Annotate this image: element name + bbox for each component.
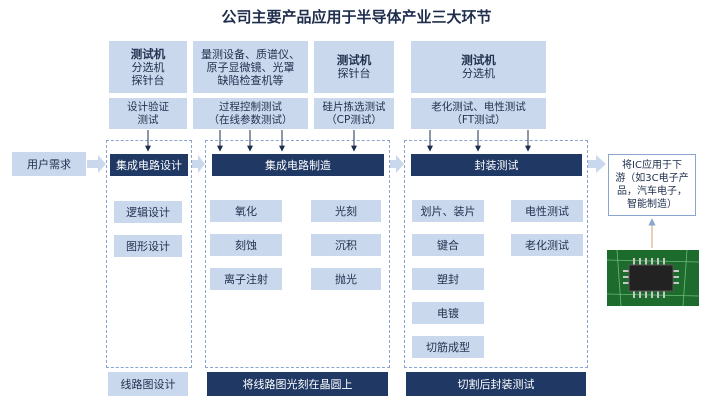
packaging-item-burn-in-test: 老化测试: [511, 234, 583, 256]
test-box-ft: 老化测试、电性测试 （FT测试）: [411, 98, 546, 129]
packaging-item-trim-form: 切筋成型: [412, 336, 484, 358]
stage-design-container: [106, 140, 192, 368]
chip-image: [607, 250, 699, 306]
test-box-cp: 硅片拣选测试 （CP测试）: [314, 98, 394, 129]
equipment-box-process: 量测设备、质谱仪、 原子显微镜、光罩 缺陷检查机等: [193, 41, 308, 93]
test-box-process-control-line-1: 过程控制测试: [219, 100, 282, 113]
packaging-item-electrical-test: 电性测试: [511, 200, 583, 222]
downstream-line-2: 游（如3C电子产: [615, 173, 689, 184]
packaging-item-molding: 塑封: [412, 268, 484, 290]
packaging-item-plating: 电镀: [412, 302, 484, 324]
stage-manufacturing-container: [205, 140, 390, 368]
stage-manufacturing-header: 集成电路制造: [212, 154, 384, 176]
downstream-application-box: 将IC应用于下 游（如3C电子产 品，汽车电子， 智能制造）: [608, 154, 696, 216]
equipment-box-process-line-3: 缺陷检查机等: [217, 73, 284, 87]
stage-design-footer: 线路图设计: [108, 372, 188, 396]
packaging-item-bonding: 键合: [412, 234, 484, 256]
manufacturing-item-polishing: 抛光: [311, 268, 381, 290]
equipment-box-ft-bold: 测试机: [461, 53, 496, 67]
stage-manufacturing-footer: 将线路图光刻在晶圆上: [207, 372, 388, 396]
downstream-line-1: 将IC应用于下: [622, 160, 682, 171]
test-box-process-control-line-2: （在线参数测试）: [208, 113, 293, 126]
test-box-ft-line-2: （FT测试）: [451, 113, 506, 126]
downstream-line-4: 智能制造）: [626, 199, 677, 210]
equipment-box-cp: 测试机 探针台: [314, 41, 394, 93]
test-box-cp-line-1: 硅片拣选测试: [322, 100, 386, 113]
stage-packaging-header: 封装测试: [411, 154, 582, 176]
equipment-box-design-line-2: 探针台: [131, 73, 165, 87]
test-box-cp-line-2: （CP测试）: [326, 113, 382, 126]
manufacturing-item-oxidation: 氧化: [210, 200, 282, 222]
downstream-line-3: 品，汽车电子，: [616, 186, 687, 197]
manufacturing-item-deposition: 沉积: [311, 234, 381, 256]
equipment-box-ft: 测试机 分选机: [411, 41, 546, 93]
test-box-ft-line-1: 老化测试、电性测试: [431, 100, 526, 113]
manufacturing-item-ion-implant: 离子注射: [210, 268, 282, 290]
stage-packaging-container: [404, 140, 588, 368]
user-demand-box: 用户需求: [12, 152, 86, 176]
equipment-box-design-bold: 测试机: [130, 46, 166, 61]
manufacturing-item-lithography: 光刻: [311, 200, 381, 222]
equipment-box-cp-bold: 测试机: [336, 53, 372, 67]
equipment-box-design-line-1: 分选机: [131, 60, 165, 74]
test-box-process-control: 过程控制测试 （在线参数测试）: [193, 98, 308, 129]
test-box-design-verification-line-1: 设计验证: [127, 100, 169, 113]
stage-packaging-footer: 切割后封装测试: [406, 372, 586, 396]
equipment-box-ft-line-1: 分选机: [462, 67, 495, 80]
manufacturing-item-etching: 刻蚀: [210, 234, 282, 256]
packaging-item-dicing: 划片、装片: [412, 200, 484, 222]
stage-design-header: 集成电路设计: [110, 154, 188, 176]
test-box-design-verification-line-2: 测试: [137, 113, 159, 126]
diagram-title: 公司主要产品应用于半导体产业三大环节: [221, 8, 492, 26]
design-item-graphic: 图形设计: [114, 235, 182, 257]
equipment-box-design: 测试机 分选机 探针台: [109, 41, 187, 93]
equipment-box-process-line-2: 原子显微镜、光罩: [206, 60, 295, 74]
equipment-box-cp-line-1: 探针台: [337, 67, 371, 80]
equipment-box-process-line-1: 量测设备、质谱仪、: [201, 47, 300, 61]
test-box-design-verification: 设计验证 测试: [109, 98, 187, 129]
design-item-logic: 逻辑设计: [114, 201, 182, 223]
